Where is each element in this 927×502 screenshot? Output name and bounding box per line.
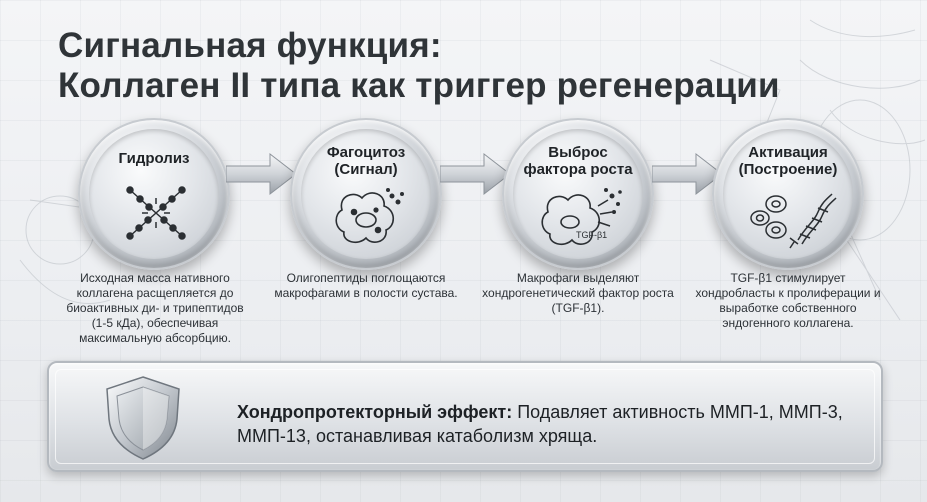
growth-factor-release-icon <box>541 188 622 246</box>
step-title: Активация (Построение) <box>738 144 838 178</box>
step-hydrolysis: Гидролиз <box>78 118 230 270</box>
step-title: Фагоцитоз (Сигнал) <box>326 144 406 178</box>
arrow-right-icon <box>652 152 723 196</box>
chondrocyte-collagen-icon <box>750 193 837 249</box>
step-title: Гидролиз <box>118 150 190 167</box>
tgf-beta1-label: TGF-β1 <box>576 230 608 240</box>
step-phagocytosis: Фагоцитоз (Сигнал) <box>290 118 442 270</box>
banner-body-text: Подавляет активность ММП-1, ММП-3, ММП-1… <box>237 402 843 446</box>
step-activation: Активация (Построение) <box>712 118 864 270</box>
macrophage-icon <box>335 188 404 244</box>
page-title: Сигнальная функция: Коллаген II типа как… <box>58 26 780 106</box>
banner-text: Хондропротекторный эффект: Подавляет акт… <box>237 400 857 448</box>
step-description: TGF-β1 стимулирует хондробласты к пролиф… <box>695 271 881 330</box>
arrow-right-icon <box>226 152 297 196</box>
step-description: Макрофаги выделяют хондрогенетический фа… <box>482 271 674 315</box>
step-description: Исходная масса нативного коллагена расще… <box>66 271 244 345</box>
shield-icon <box>106 376 180 460</box>
step-title: Выброс фактора роста <box>523 144 633 178</box>
step-description: Олигопептиды поглощаются макрофагами в п… <box>274 271 458 300</box>
banner-bold-text: Хондропротекторный эффект: <box>237 402 513 422</box>
page-title-line-1: Сигнальная функция: <box>58 26 442 65</box>
arrow-right-icon <box>440 152 511 196</box>
chondroprotective-effect-banner: Хондропротекторный эффект: Подавляет акт… <box>47 361 883 472</box>
peptide-cleavage-icon <box>126 186 186 240</box>
page-title-line-2: Коллаген II типа как триггер регенерации <box>58 66 780 105</box>
step-growth-factor-release: Выброс фактора роста TGF-β1 <box>502 118 654 270</box>
